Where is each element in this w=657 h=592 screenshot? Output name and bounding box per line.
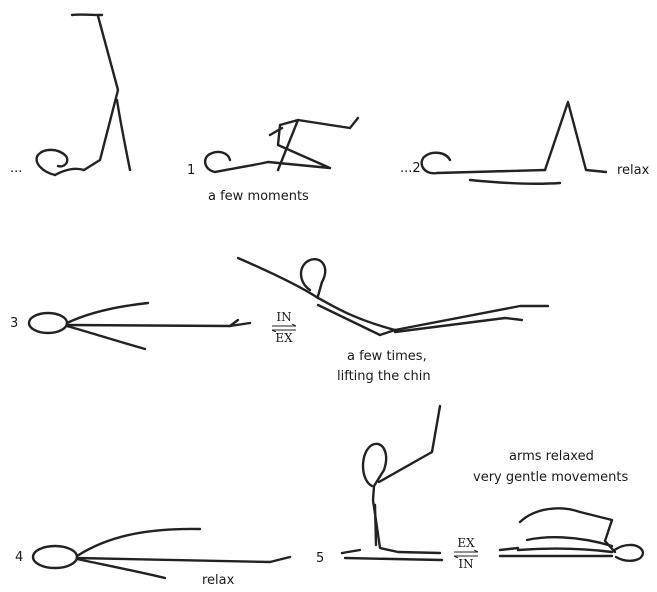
breath-in-label: IN <box>446 558 486 571</box>
breath-out-label: EX <box>264 332 304 345</box>
breathing-arrows-step-5: EX IN <box>446 537 486 571</box>
figure-start-legs-up <box>37 15 130 175</box>
step-2-caption: relax <box>617 163 649 179</box>
figure-step-3-lying <box>29 303 250 349</box>
figure-step-5-sitting <box>342 406 442 560</box>
breath-out-label: EX <box>446 537 486 550</box>
figure-step-5-bent <box>500 508 643 560</box>
step-5-caption-line1: arms relaxed <box>509 449 594 465</box>
breathing-arrows-step-3: IN EX <box>264 311 304 345</box>
figure-step-4-lying <box>33 529 290 578</box>
step-3-number: 3 <box>10 316 18 332</box>
step-5-number: 5 <box>316 551 324 567</box>
step-4-caption: relax <box>202 573 234 589</box>
step-5-caption-line2: very gentle movements <box>473 470 628 486</box>
step-4-number: 4 <box>15 550 23 566</box>
step-1-number: 1 <box>187 163 195 179</box>
step-1-caption: a few moments <box>208 189 309 205</box>
step-3-caption-line1: a few times, <box>347 349 427 365</box>
ellipsis-start-label: ... <box>10 161 22 177</box>
step-3-caption-line2: lifting the chin <box>337 369 431 385</box>
figure-step-1 <box>205 118 358 172</box>
breath-in-label: IN <box>264 311 304 324</box>
figure-step-2 <box>422 102 606 184</box>
step-2-number: ...2 <box>400 161 421 177</box>
